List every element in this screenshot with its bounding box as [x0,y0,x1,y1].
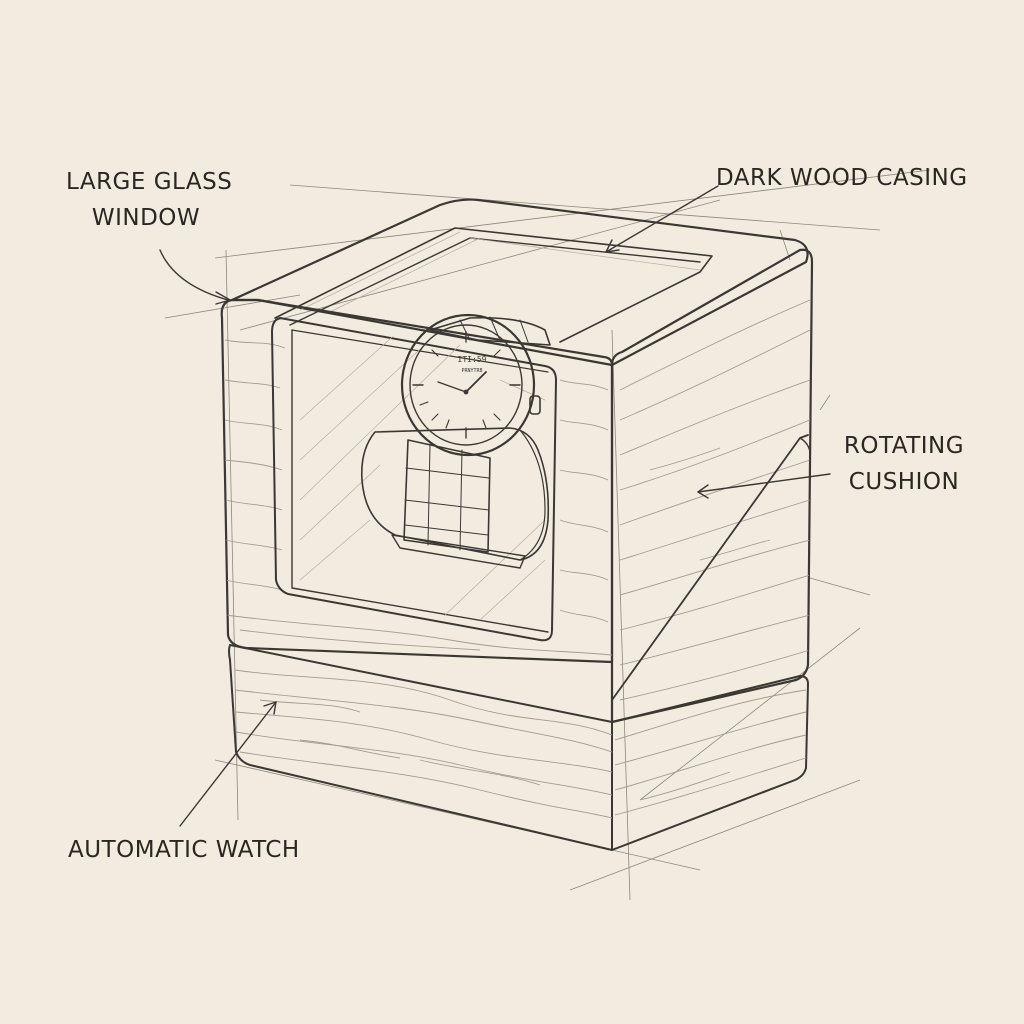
arrow-rotating-cushion [697,473,831,493]
front-panel [220,298,614,664]
arrow-glass-window [159,249,229,301]
dial-subtext: PRNYTRB [461,368,482,374]
label-large-glass-window-line1: LARGE GLASS [66,169,233,195]
base-section [228,644,809,851]
side-panel [610,248,814,724]
label-rotating-cushion: ROTATING CUSHION [836,428,972,500]
dial-brand-text: ITI:59 [458,355,487,364]
annotation-arrows [159,185,831,827]
label-rotating-cushion-line1: ROTATING [843,433,965,459]
automatic-watch: ITI:59 PRNYTRB [391,313,551,569]
glass-window [271,317,557,642]
label-rotating-cushion-line2: CUSHION [848,469,960,495]
label-automatic-watch: AUTOMATIC WATCH [68,832,300,868]
arrow-automatic-watch [179,701,277,827]
label-dark-wood-casing-text: DARK WOOD CASING [716,165,968,191]
top-lid [230,198,809,367]
label-automatic-watch-text: AUTOMATIC WATCH [68,837,300,863]
label-large-glass-window-line2: WINDOW [91,205,201,231]
arrow-wood-casing [605,185,719,253]
construction-lines [164,169,931,901]
label-large-glass-window: LARGE GLASS WINDOW [66,164,233,236]
label-dark-wood-casing: DARK WOOD CASING [716,160,968,196]
cushion [360,427,550,561]
